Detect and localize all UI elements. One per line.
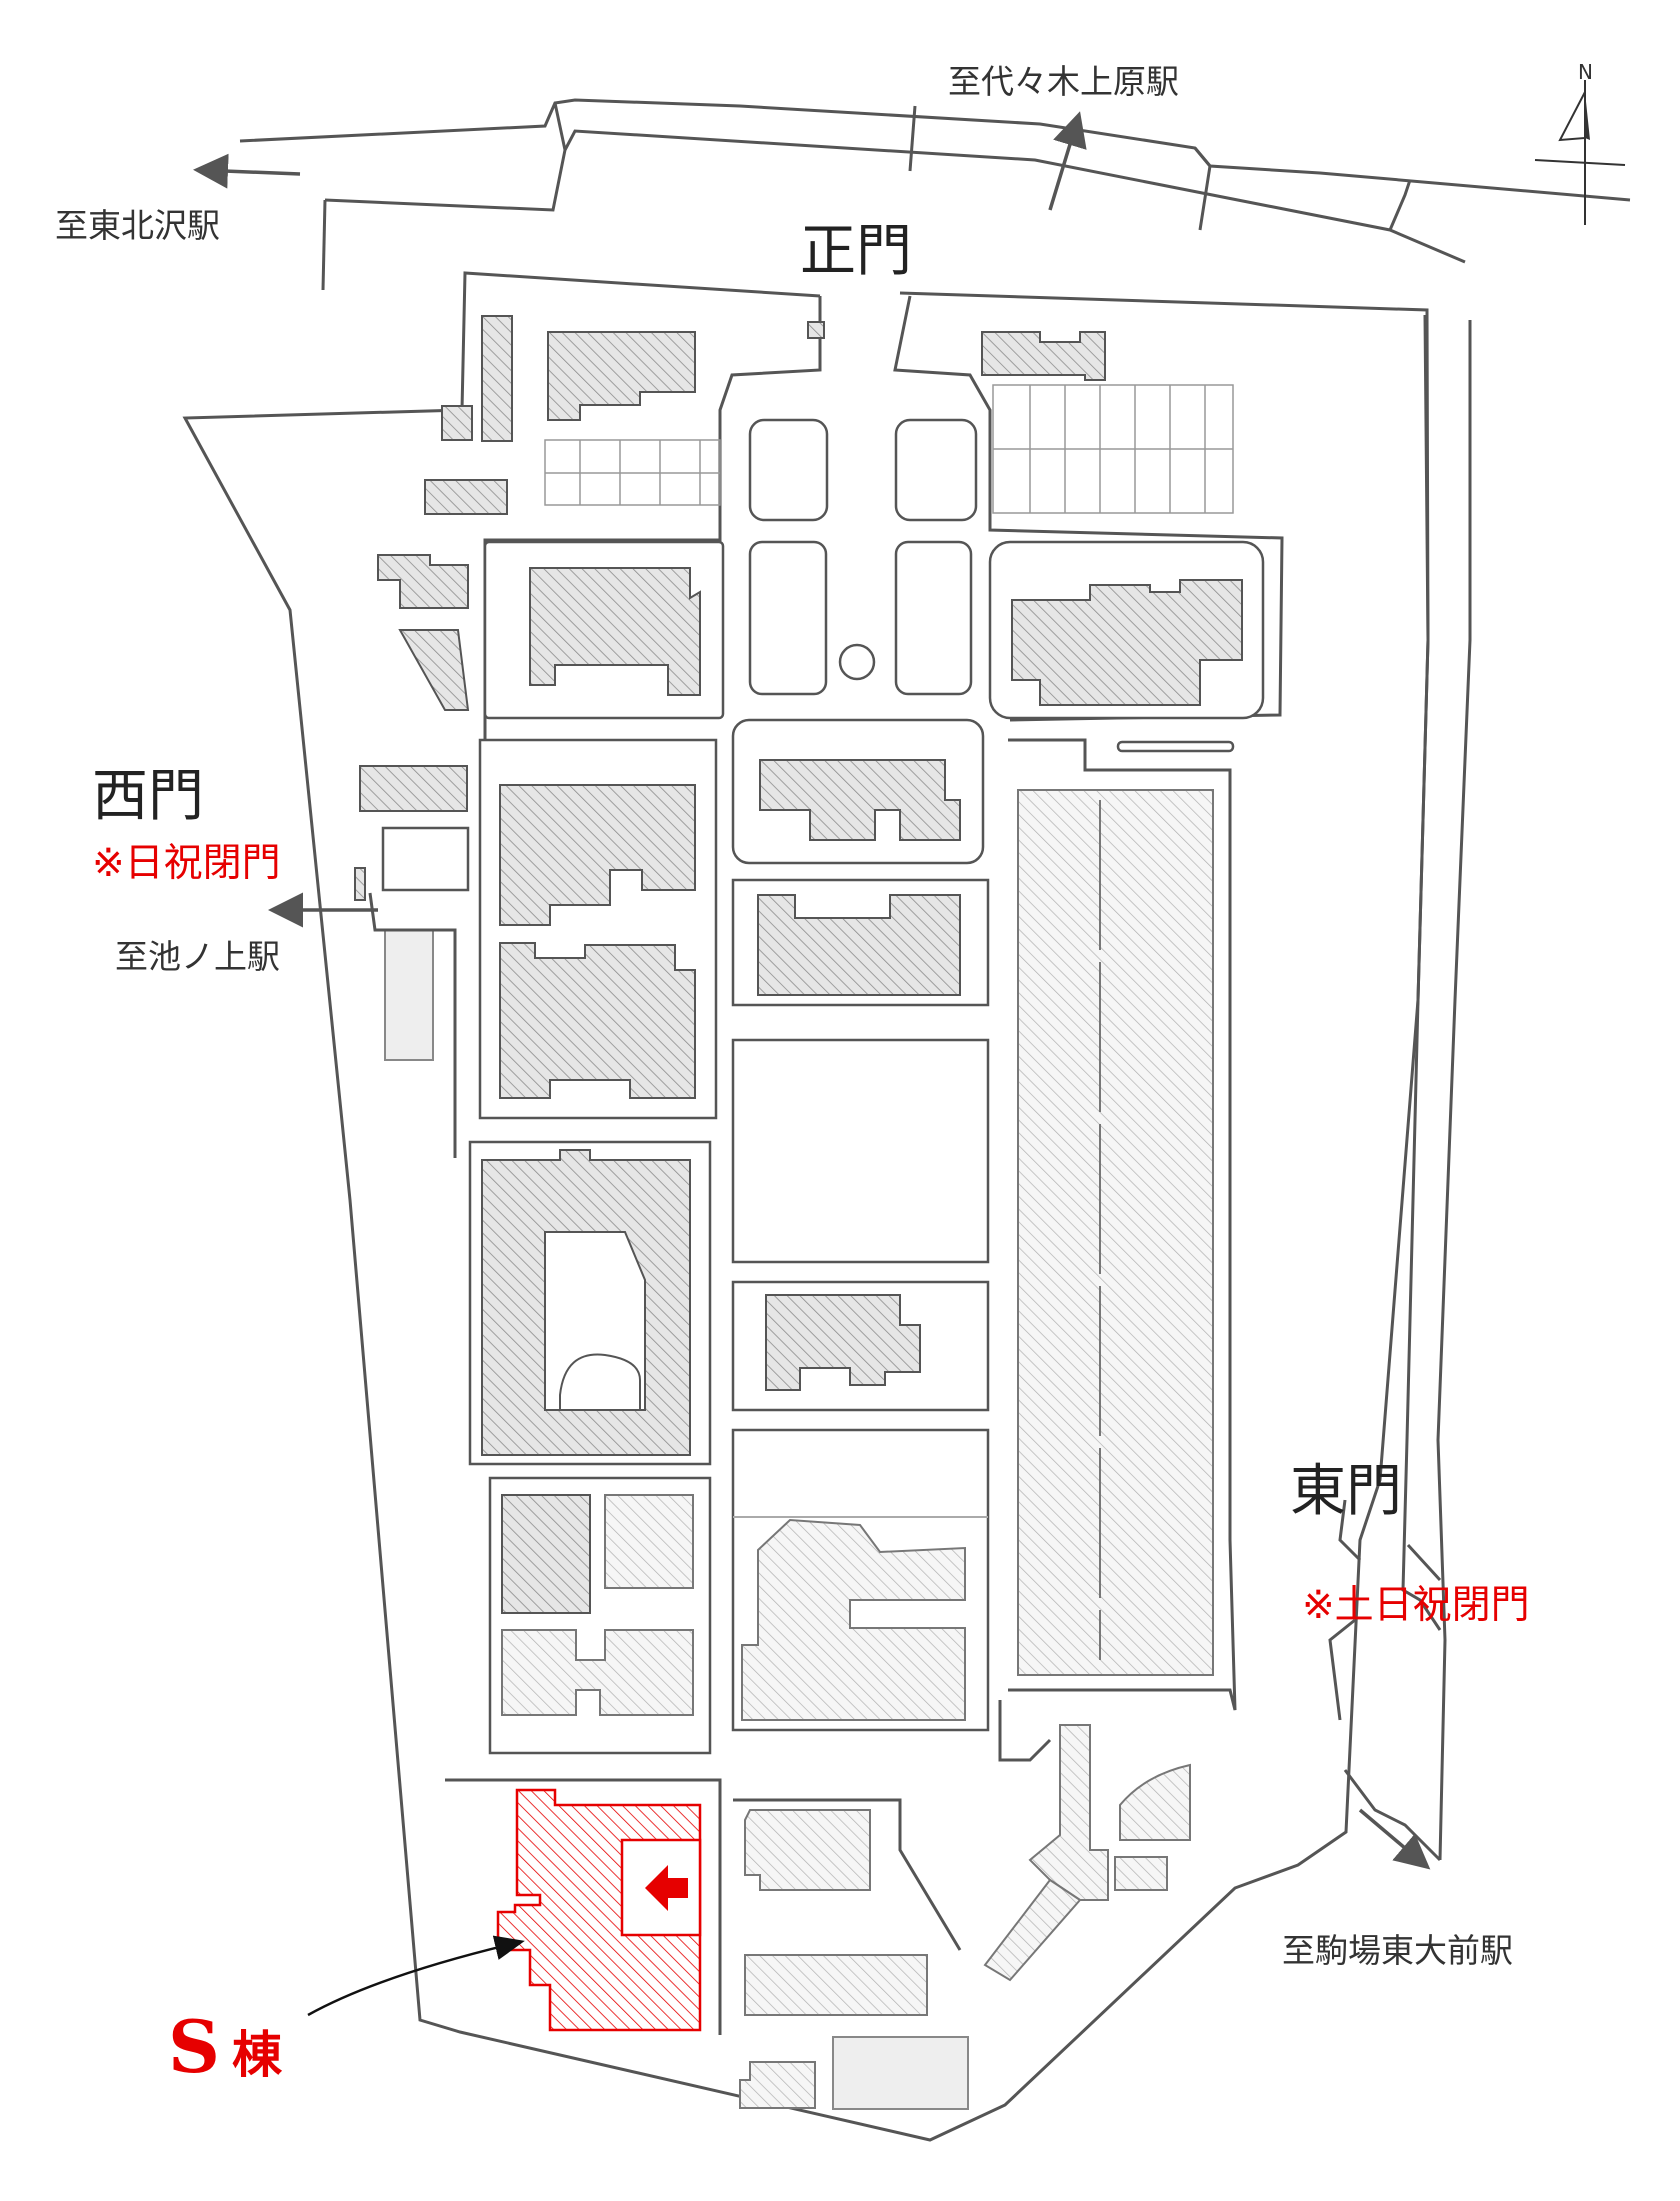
outside-roads: [239, 98, 1631, 1862]
station-higashi-kitazawa: 至東北沢駅: [55, 206, 220, 245]
buildings: [354, 315, 1243, 2110]
station-komaba-todaimae: 至駒場東大前駅: [1282, 1931, 1513, 1970]
station-ikenoue: 至池ノ上駅: [115, 937, 280, 976]
s-building[interactable]: [496, 1788, 702, 2032]
station-arrows: [193, 111, 1431, 2017]
east-gate-label: 東門: [1290, 1459, 1402, 1524]
north-compass-icon: N: [1534, 60, 1626, 225]
campus-boundary: [182, 271, 1430, 2142]
s-building-label: S 棟: [168, 2004, 283, 2089]
east-gate-note: ※土日祝閉門: [1302, 1583, 1530, 1628]
compass-north-label: N: [1578, 60, 1593, 84]
west-gate-label: 西門: [92, 764, 204, 829]
west-gate-note: ※日祝閉門: [92, 841, 281, 886]
station-yoyogi-uehara: 至代々木上原駅: [948, 62, 1179, 101]
main-gate-label: 正門: [800, 219, 912, 284]
s-building-suffix: 棟: [232, 2025, 283, 2084]
entrance-arrow-icon: [645, 1865, 688, 1911]
s-building-letter: S: [168, 2004, 220, 2089]
